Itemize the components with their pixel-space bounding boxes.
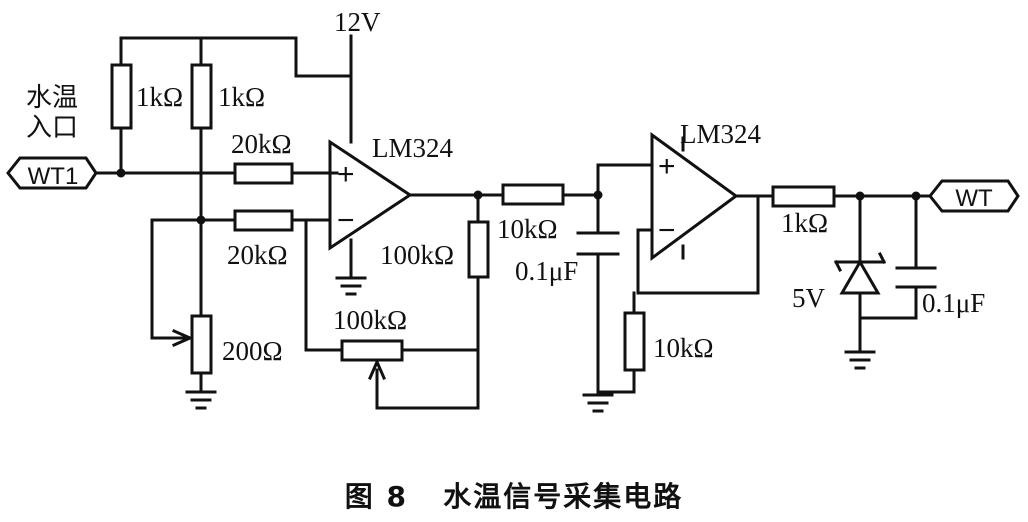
feedback-fixed-label: 100kΩ: [380, 240, 454, 270]
junctions: [116, 168, 921, 225]
opamp-2: [650, 132, 739, 261]
pullup-a-label: 1kΩ: [136, 82, 183, 112]
output-capacitor: [895, 266, 937, 289]
supply-label: 12V: [334, 7, 381, 37]
zener-label: 5V: [792, 283, 826, 313]
follower-label: 10kΩ: [653, 333, 714, 363]
input-caption-line1: 水温: [26, 83, 78, 113]
in-plus-label: 20kΩ: [231, 129, 292, 159]
feedback-pot-label: 100kΩ: [333, 305, 407, 335]
trim-resistor: [190, 314, 213, 375]
output-resistor-label: 1kΩ: [781, 208, 828, 238]
opamp-1-minus: −: [337, 204, 355, 237]
ground-icon: [844, 350, 876, 370]
pullup-b-resistor: [190, 63, 213, 130]
filter-capacitor-label: 0.1μF: [515, 256, 578, 286]
filter-resistor: [501, 183, 565, 206]
output-capacitor-label: 0.1μF: [922, 288, 985, 318]
ground-icon: [582, 393, 614, 413]
trim-label: 200Ω: [222, 336, 283, 366]
filter-label: 10kΩ: [497, 214, 558, 244]
in-minus-label: 20kΩ: [227, 240, 288, 270]
ground-icon: [185, 390, 217, 410]
output-resistor: [771, 185, 836, 208]
wiper-arrows: [172, 329, 386, 380]
figure-caption: 图 8 水温信号采集电路: [345, 480, 683, 513]
input-caption-line2: 入口: [26, 113, 78, 143]
resistor-bodies: [110, 63, 836, 375]
in-plus-resistor: [233, 162, 294, 185]
ground-icon: [335, 276, 367, 296]
input-port: WT1: [6, 156, 98, 190]
opamp-2-plus: +: [658, 150, 676, 183]
follower-resistor: [623, 311, 646, 372]
filter-capacitor: [576, 231, 620, 256]
pullup-a-resistor: [110, 63, 133, 130]
opamp-1: [328, 139, 413, 251]
opamp-2-minus: −: [658, 214, 676, 247]
output-port: WT: [928, 179, 1020, 213]
feedback-fixed-resistor: [467, 220, 490, 279]
pullup-b-label: 1kΩ: [218, 82, 265, 112]
ground-symbols: [185, 276, 876, 413]
in-minus-resistor: [233, 209, 294, 232]
feedback-pot-resistor: [340, 339, 404, 362]
opamp-2-label: LM324: [680, 119, 762, 149]
opamp-1-plus: +: [337, 158, 355, 191]
input-port-label: WT1: [28, 163, 79, 190]
zener-diode: [833, 251, 887, 295]
output-port-label: WT: [955, 185, 993, 212]
opamp-1-label: LM324: [372, 133, 454, 163]
